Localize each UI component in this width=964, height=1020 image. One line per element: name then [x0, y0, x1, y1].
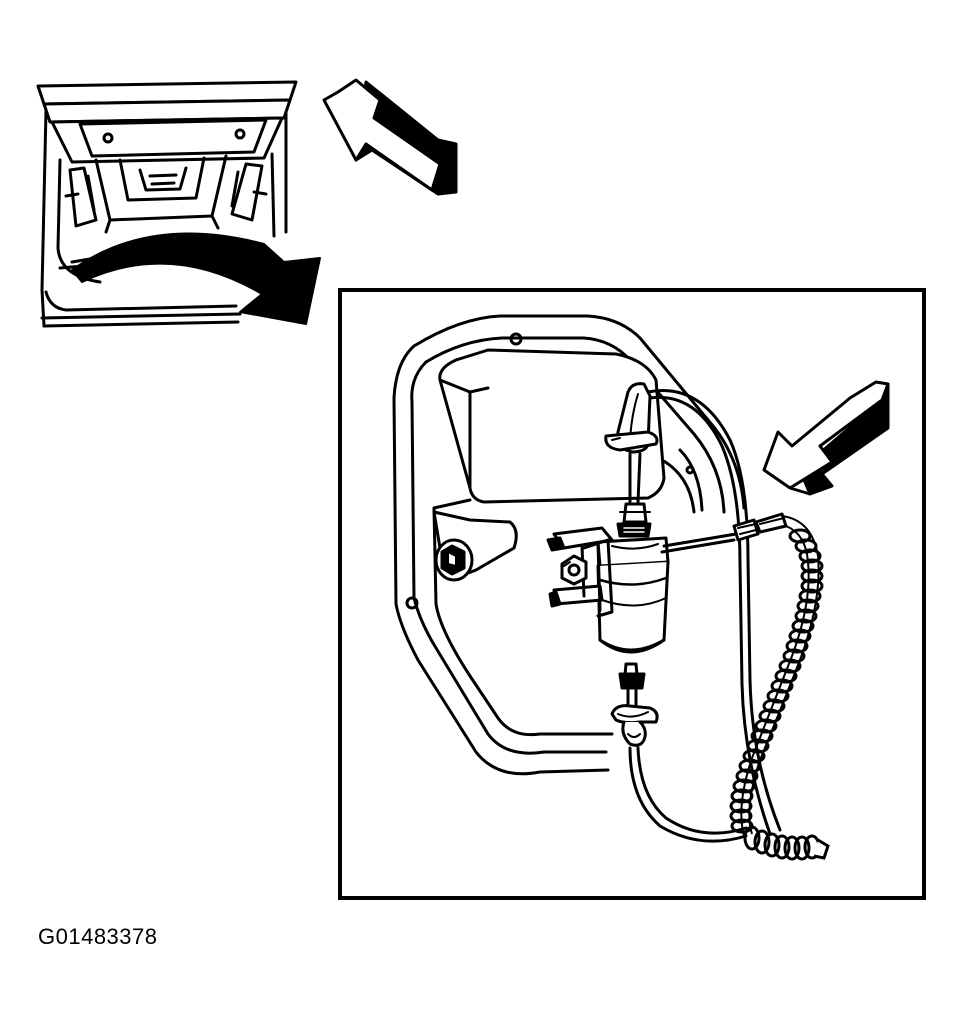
pointer-arrow-icon: [762, 380, 890, 496]
coiled-hose: [729, 515, 830, 861]
detail-frame: [338, 288, 926, 900]
detail-illustration: [392, 314, 788, 843]
vehicle-rear-overview: [36, 80, 298, 328]
figure-id-label: G01483378: [38, 924, 158, 949]
curved-arrow-icon: [71, 232, 321, 325]
pointer-arrow-icon: [322, 78, 458, 196]
